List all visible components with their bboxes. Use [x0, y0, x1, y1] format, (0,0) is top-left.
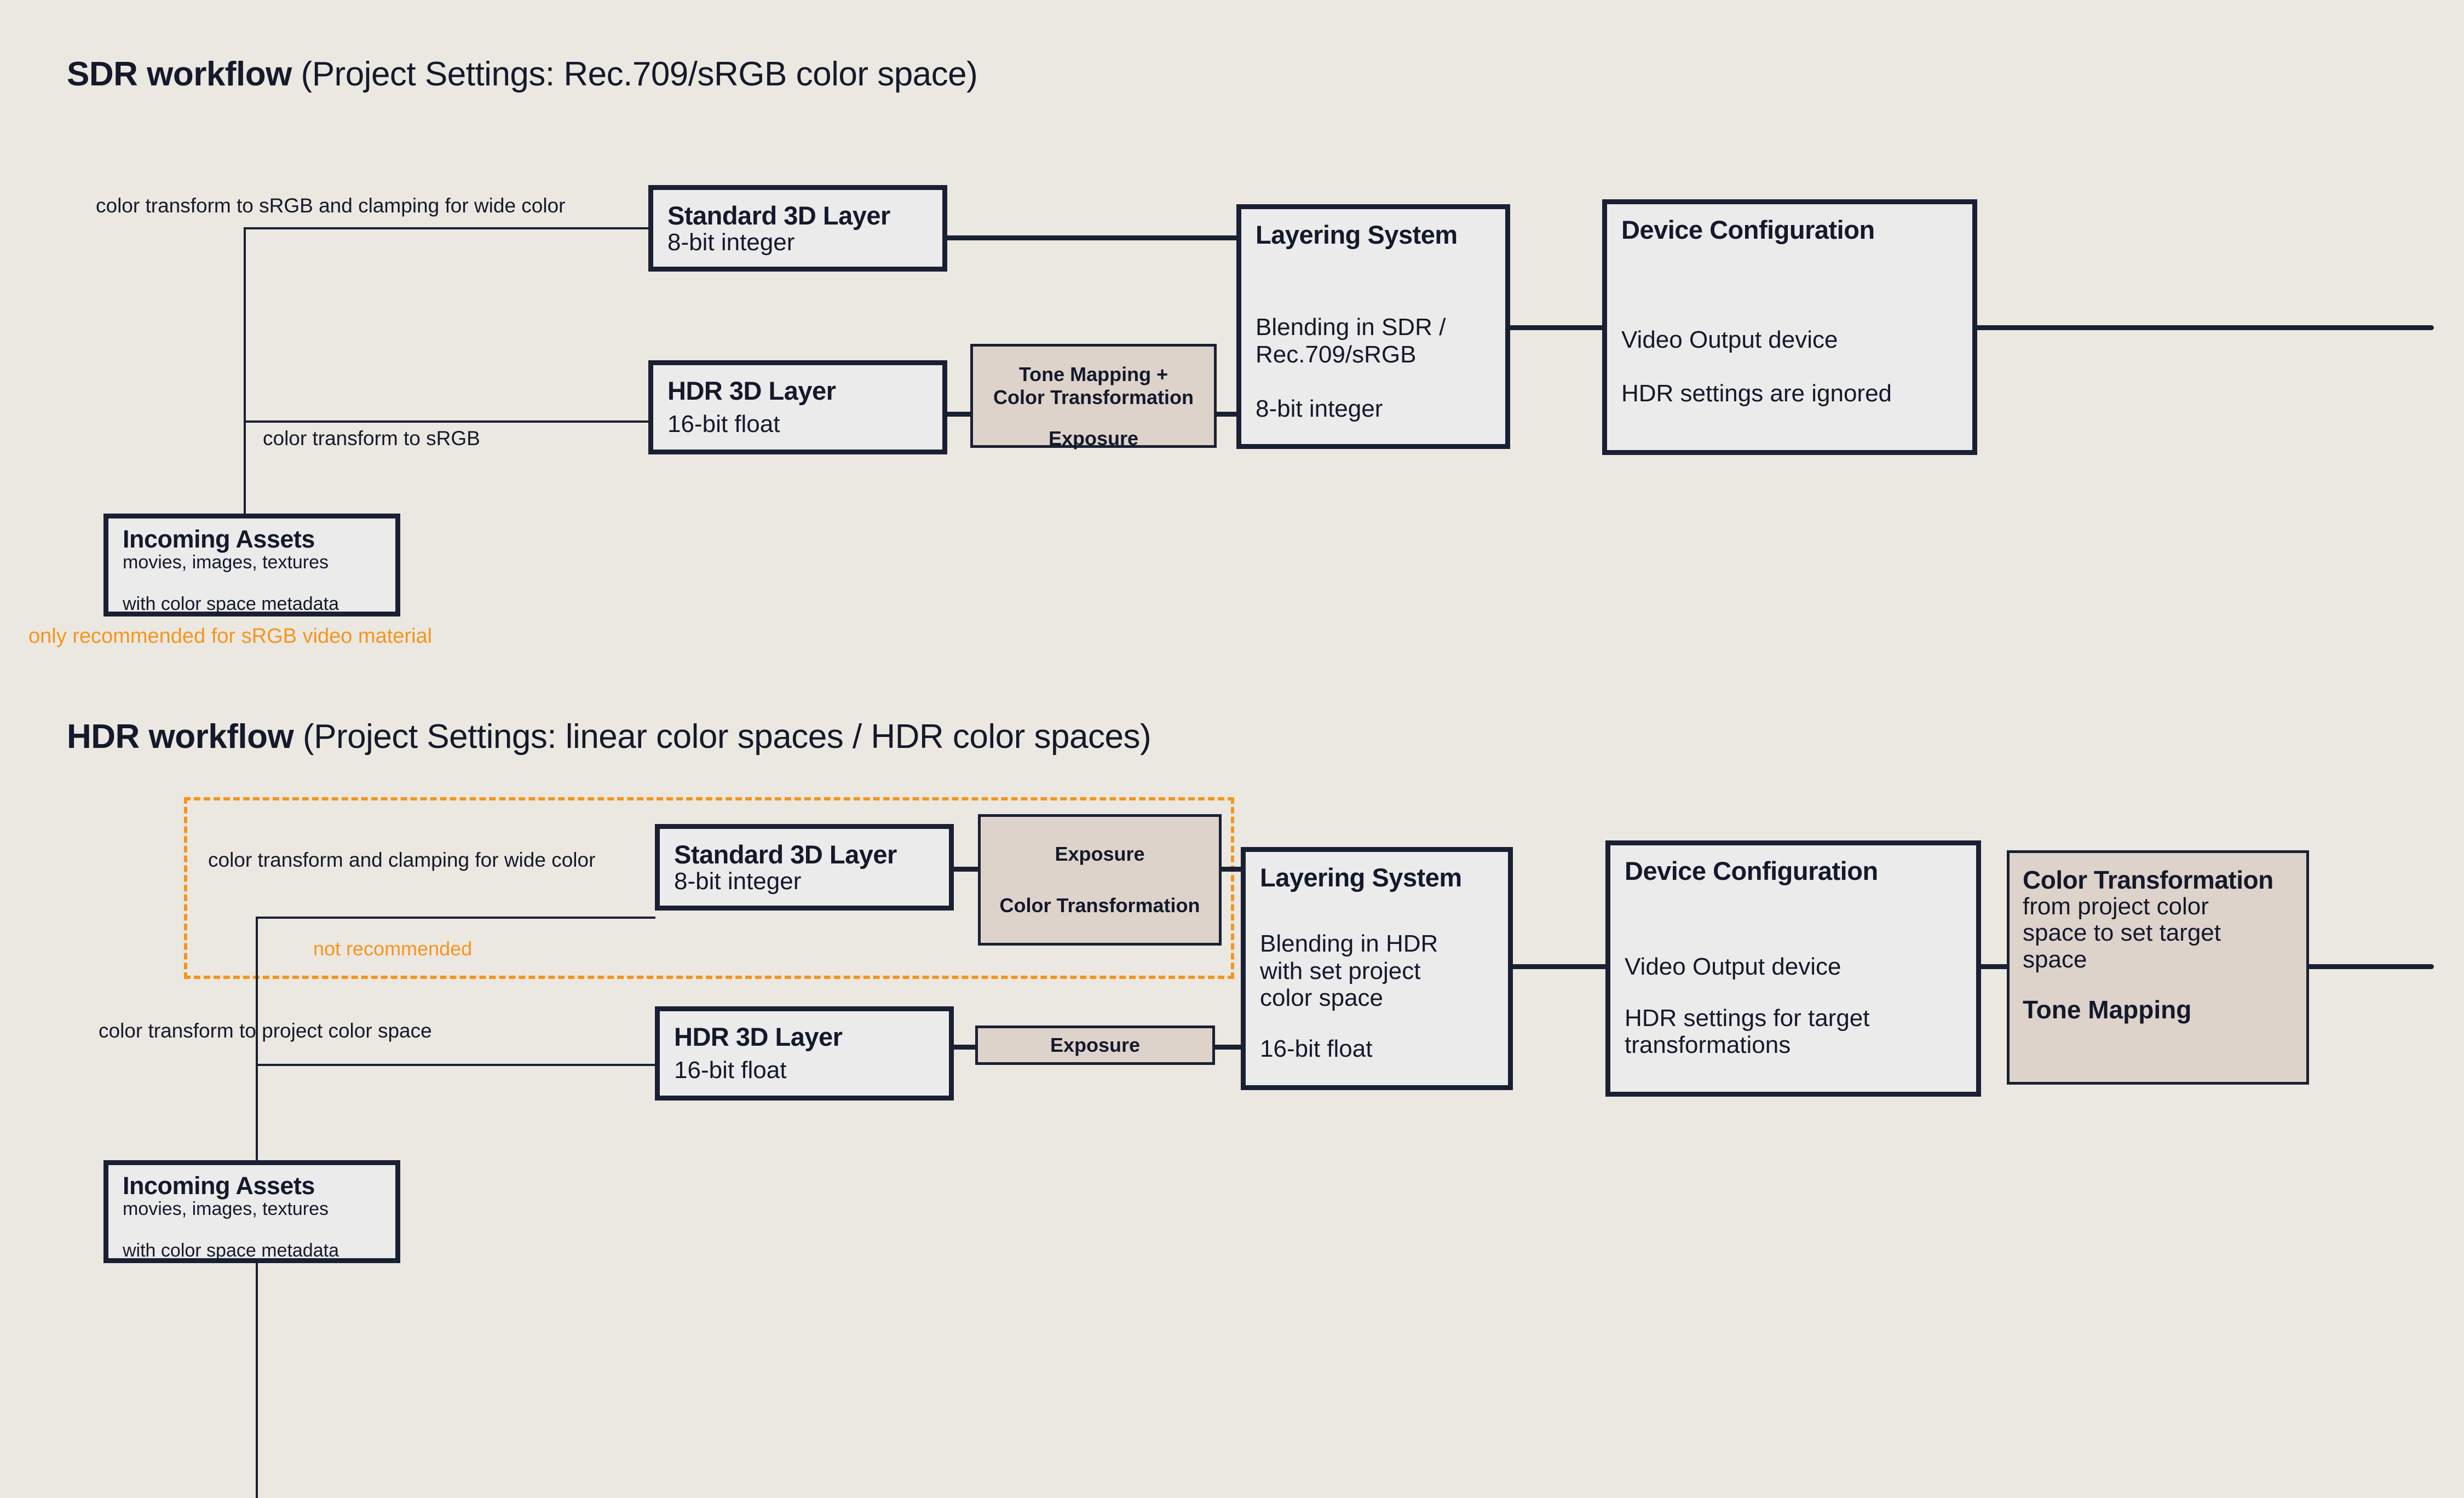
hdr-hdr-3d-layer-title: HDR 3D Layer	[674, 1022, 843, 1051]
hdr-color-transformation-body2: space to set target	[2023, 919, 2221, 947]
sdr-standard-3d-layer-title: Standard 3D Layer	[667, 201, 890, 230]
hdr-connector-colortransform-output	[2306, 964, 2434, 969]
sdr-layering-system-box: Layering System Blending in SDR / Rec.70…	[1236, 204, 1510, 449]
hdr-exposure-ct-line2: Color Transformation	[999, 894, 1200, 917]
hdr-title-strong: HDR workflow	[67, 718, 294, 756]
sdr-layering-system-body3: 8-bit integer	[1256, 395, 1383, 422]
hdr-incoming-assets-sub: movies, images, textures	[123, 1199, 329, 1220]
hdr-exposure-ct-line1: Exposure	[1055, 842, 1145, 865]
sdr-tone-mapping-line2: Color Transformation	[993, 386, 1194, 409]
hdr-layering-system-title: Layering System	[1260, 863, 1462, 892]
hdr-exposure-line1: Exposure	[1050, 1033, 1141, 1056]
hdr-edge-label-top: color transform and clamping for wide co…	[208, 849, 596, 871]
sdr-standard-3d-layer-box: Standard 3D Layer 8-bit integer	[648, 185, 947, 272]
hdr-connector-exposurect-to-layering	[1218, 867, 1246, 872]
sdr-branch-top	[244, 227, 649, 229]
sdr-device-configuration-box: Device Configuration Video Output device…	[1602, 199, 1977, 455]
hdr-connector-hdrlayer-to-exposure	[951, 1045, 978, 1050]
sdr-incoming-assets-title: Incoming Assets	[123, 525, 315, 553]
sdr-device-configuration-title: Device Configuration	[1621, 215, 1875, 244]
sdr-hdr-3d-layer-title: HDR 3D Layer	[667, 376, 836, 405]
hdr-connector-device-to-colortransform	[1978, 964, 2011, 969]
hdr-incoming-assets-body: with color space metadata	[123, 1240, 339, 1261]
hdr-device-configuration-body1: Video Output device	[1625, 953, 1841, 981]
sdr-connector-device-output	[1974, 325, 2434, 330]
sdr-device-configuration-body2: HDR settings are ignored	[1621, 379, 1892, 407]
hdr-standard-3d-layer-box: Standard 3D Layer 8-bit integer	[655, 824, 954, 911]
sdr-layering-system-title: Layering System	[1256, 220, 1458, 249]
sdr-layering-system-body1: Blending in SDR /	[1256, 314, 1446, 341]
hdr-title-sub: (Project Settings: linear color spaces /…	[302, 718, 1152, 756]
hdr-layering-system-body4: 16-bit float	[1260, 1035, 1373, 1063]
hdr-incoming-assets-box: Incoming Assets movies, images, textures…	[103, 1160, 400, 1263]
hdr-device-configuration-title: Device Configuration	[1625, 856, 1878, 885]
hdr-branch-top	[256, 917, 655, 919]
hdr-device-configuration-box: Device Configuration Video Output device…	[1605, 840, 1981, 1097]
sdr-tone-mapping-line1: Tone Mapping +	[1018, 363, 1168, 385]
hdr-incoming-assets-title: Incoming Assets	[123, 1172, 315, 1200]
sdr-edge-label-bottom: color transform to sRGB	[263, 427, 480, 450]
sdr-title-sub: (Project Settings: Rec.709/sRGB color sp…	[301, 55, 978, 93]
hdr-color-transformation-footer: Tone Mapping	[2023, 995, 2192, 1024]
hdr-connector-standard-to-exposurect	[951, 867, 985, 872]
hdr-exposure-box: Exposure	[975, 1025, 1215, 1065]
hdr-standard-3d-layer-title: Standard 3D Layer	[674, 840, 897, 869]
hdr-hdr-3d-layer-box: HDR 3D Layer 16-bit float	[655, 1006, 954, 1101]
sdr-section-title: SDR workflow (Project Settings: Rec.709/…	[67, 55, 978, 94]
hdr-hdr-3d-layer-body: 16-bit float	[674, 1056, 787, 1084]
hdr-color-transformation-box: Color Transformation from project color …	[2007, 850, 2309, 1085]
sdr-connector-layering-to-device	[1507, 325, 1605, 330]
sdr-title-strong: SDR workflow	[67, 55, 292, 93]
sdr-warning-label: only recommended for sRGB video material	[28, 625, 433, 648]
sdr-standard-3d-layer-body: 8-bit integer	[667, 229, 795, 256]
sdr-edge-label-top: color transform to sRGB and clamping for…	[96, 194, 566, 217]
hdr-not-recommended-region	[184, 797, 1234, 979]
hdr-standard-3d-layer-body: 8-bit integer	[674, 868, 802, 895]
sdr-tone-mapping-box: Tone Mapping + Color Transformation Expo…	[970, 344, 1217, 450]
sdr-hdr-3d-layer-body: 16-bit float	[667, 410, 780, 437]
sdr-connector-hdrlayer-to-tonemap	[944, 412, 975, 417]
sdr-hdr-3d-layer-box: HDR 3D Layer 16-bit float	[648, 360, 947, 454]
sdr-connector-standard-to-layering	[944, 235, 1240, 240]
sdr-incoming-assets-body: with color space metadata	[123, 594, 339, 615]
hdr-not-recommended-label: not recommended	[313, 937, 473, 960]
sdr-branch-bottom	[244, 420, 649, 423]
hdr-branch-bottom	[256, 1064, 655, 1066]
sdr-incoming-assets-sub: movies, images, textures	[123, 552, 329, 573]
hdr-connector-exposure-to-layering	[1212, 1045, 1246, 1050]
hdr-layering-system-box: Layering System Blending in HDR with set…	[1241, 847, 1513, 1090]
hdr-edge-label-bottom: color transform to project color space	[99, 1019, 432, 1042]
sdr-tone-mapping-line3: Exposure	[1048, 427, 1139, 450]
hdr-layering-system-body3: color space	[1260, 984, 1384, 1011]
sdr-layering-system-body2: Rec.709/sRGB	[1256, 341, 1417, 368]
sdr-connector-tonemap-to-layering	[1213, 412, 1244, 417]
hdr-layering-system-body2: with set project	[1260, 957, 1421, 984]
hdr-device-configuration-body3: transformations	[1625, 1031, 1791, 1058]
diagram-canvas: SDR workflow (Project Settings: Rec.709/…	[28, 55, 2434, 1498]
hdr-connector-layering-to-device	[1510, 964, 1608, 969]
hdr-color-transformation-body1: from project color	[2023, 892, 2209, 920]
sdr-incoming-assets-box: Incoming Assets movies, images, textures…	[103, 514, 400, 617]
hdr-layering-system-body1: Blending in HDR	[1260, 930, 1438, 958]
hdr-color-transformation-title: Color Transformation	[2023, 866, 2273, 894]
hdr-section-title: HDR workflow (Project Settings: linear c…	[67, 717, 1152, 756]
sdr-trunk-vertical	[244, 227, 246, 515]
sdr-device-configuration-body1: Video Output device	[1621, 326, 1838, 354]
hdr-color-transformation-body3: space	[2023, 946, 2087, 973]
hdr-device-configuration-body2: HDR settings for target	[1625, 1004, 1870, 1032]
hdr-exposure-color-transformation-box: Exposure Color Transformation	[978, 814, 1222, 946]
